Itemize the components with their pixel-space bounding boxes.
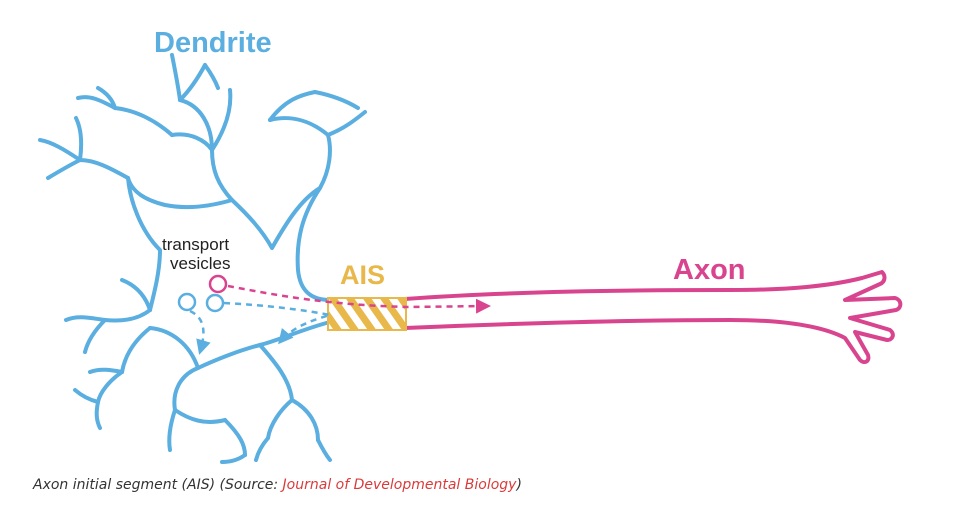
ais-label: AIS: [340, 260, 385, 290]
dendrite-outline: [38, 53, 367, 464]
blue-transport-arrow-right: [223, 301, 331, 345]
blue-vesicle-left: [177, 292, 197, 312]
caption-prefix: Axon initial segment (AIS) (Source:: [33, 477, 283, 493]
blue-transport-arrow-left: [189, 309, 211, 355]
pink-vesicle: [208, 274, 228, 294]
caption-suffix: ): [516, 477, 522, 493]
figure-caption: Axon initial segment (AIS) (Source: Jour…: [33, 477, 522, 493]
neuron-diagram: Dendrite transport vesicles AIS Axon: [38, 27, 903, 464]
transport-vesicles-label-line1: transport: [162, 235, 229, 254]
blue-vesicle-right: [205, 293, 225, 313]
axon-label: Axon: [673, 254, 746, 286]
dendrite-label: Dendrite: [154, 27, 272, 59]
axon-outline: [403, 270, 903, 365]
transport-vesicles-label-line2: vesicles: [170, 254, 230, 273]
source-link[interactable]: Journal of Developmental Biology: [282, 477, 517, 493]
pink-transport-arrow: [227, 284, 491, 314]
